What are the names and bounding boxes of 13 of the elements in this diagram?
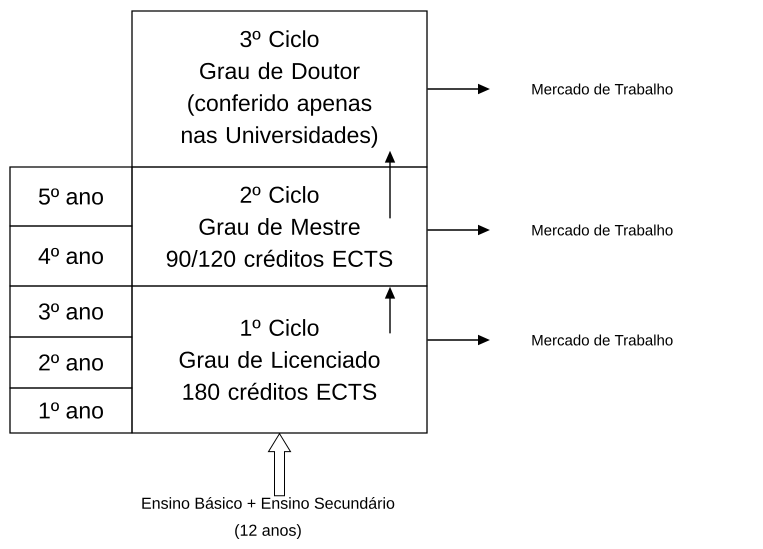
block-arrow bbox=[268, 432, 292, 496]
year-box: 4º ano bbox=[9, 225, 133, 287]
destination-label: Mercado de Trabalho bbox=[532, 334, 673, 346]
cycle-box: 3º Ciclo Grau de Doutor (conferido apenas nas Universidades) bbox=[131, 10, 428, 168]
destination-label: Mercado de Trabalho bbox=[532, 84, 673, 94]
destination-label: Mercado de Trabalho bbox=[532, 224, 673, 236]
year-box: 1º ano bbox=[9, 387, 133, 434]
year-box: 5º ano bbox=[9, 166, 133, 227]
cycle-box: 1º Ciclo Grau de Licenciado 180 créditos ECTS bbox=[131, 285, 428, 434]
year-box: 2º ano bbox=[9, 336, 133, 389]
year-box: 3º ano bbox=[9, 285, 133, 338]
cycle-box: 2º Ciclo Grau de Mestre 90/120 créditos ECTS bbox=[131, 166, 428, 287]
entry-label: Ensino Básico + Ensino Secundário (12 anos) bbox=[142, 496, 394, 540]
